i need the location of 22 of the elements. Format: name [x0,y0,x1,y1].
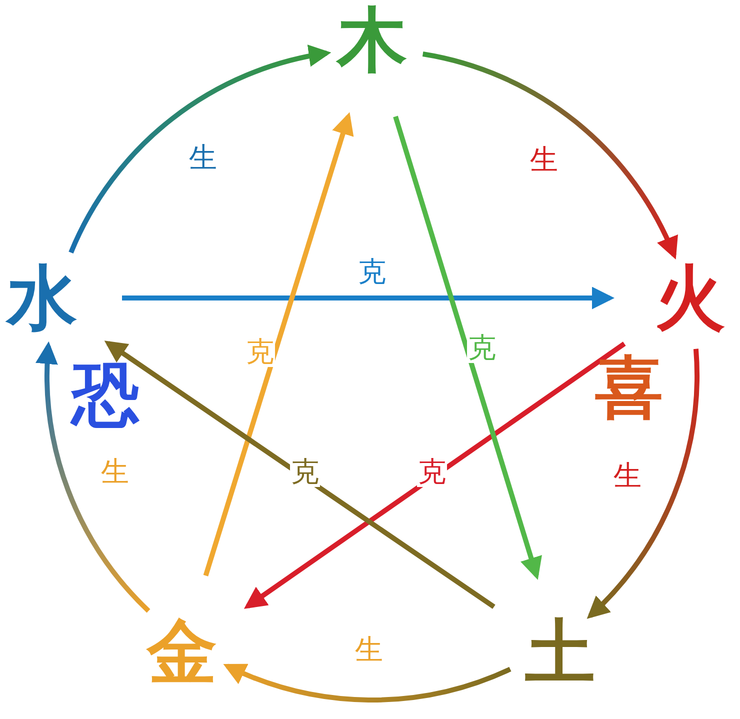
arrow [36,341,150,613]
element-character: 水 [4,258,80,338]
element-character: 土 [522,612,598,692]
arrow [422,52,677,260]
arrow [203,112,354,576]
edge-label: 克 [357,257,387,287]
edge-label: 克 [417,457,447,487]
arrow [223,662,512,702]
element-character: 金 [144,612,220,692]
edge-label: 克 [245,337,275,367]
arrow [244,342,626,609]
arrow [393,116,542,580]
arrow [122,286,614,310]
arrow [68,46,332,254]
emotion-character: 恐 [72,362,140,430]
edge-label: 克 [290,457,320,487]
arrow [104,340,496,609]
arrow [587,348,700,620]
emotion-character: 喜 [595,355,663,423]
edge-label: 克 [467,333,497,363]
element-character: 火 [652,258,728,338]
element-character: 木 [334,0,410,80]
